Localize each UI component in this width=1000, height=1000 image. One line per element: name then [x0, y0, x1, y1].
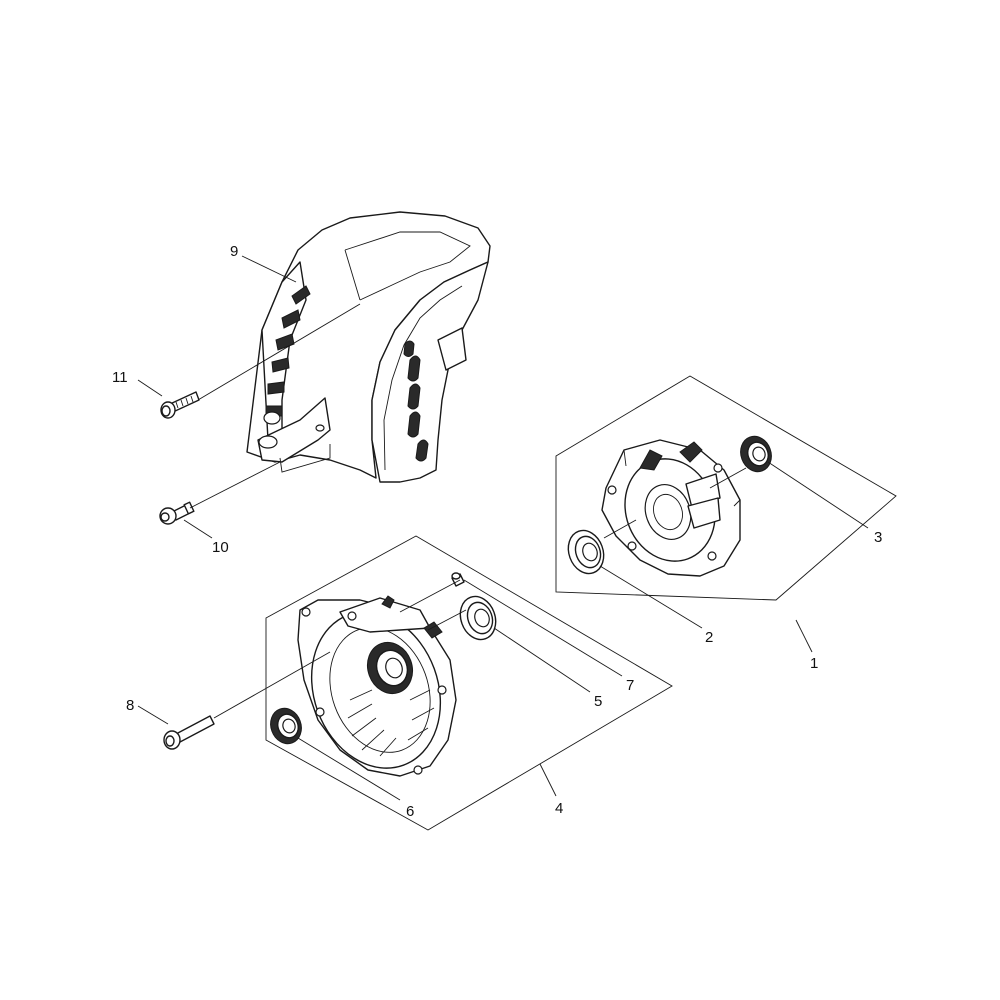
bearing-part-2[interactable] — [563, 526, 610, 579]
callout-2: 2 — [705, 629, 713, 646]
callout-1: 1 — [810, 655, 818, 672]
callout-3: 3 — [874, 529, 882, 546]
callout-labels: 1 2 3 4 5 6 7 8 9 10 11 — [112, 243, 882, 820]
fan-cover-part-9[interactable] — [246, 211, 491, 483]
oil-seal-part-3[interactable] — [736, 432, 777, 476]
bolt-part-8[interactable] — [163, 715, 215, 750]
crankcase-assembly-group-4 — [265, 535, 673, 831]
leader-lines — [137, 255, 869, 801]
callout-9: 9 — [230, 243, 238, 260]
bearing-part-5[interactable] — [455, 592, 502, 645]
callout-11: 11 — [112, 369, 128, 386]
callout-7: 7 — [626, 677, 634, 694]
oil-seal-part-6[interactable] — [266, 704, 307, 748]
callout-10: 10 — [212, 539, 229, 556]
screw-part-11[interactable] — [160, 391, 200, 419]
callout-4: 4 — [555, 800, 563, 817]
crankcase-assembly-group-1 — [555, 375, 897, 601]
dowel-pin-part-7[interactable] — [451, 572, 465, 587]
crankcase-part-1[interactable] — [601, 439, 741, 577]
bolt-part-10[interactable] — [159, 501, 195, 525]
callout-6: 6 — [406, 803, 414, 820]
callout-5: 5 — [594, 693, 602, 710]
callout-8: 8 — [126, 697, 134, 714]
crankcase-part-4[interactable] — [290, 594, 461, 787]
